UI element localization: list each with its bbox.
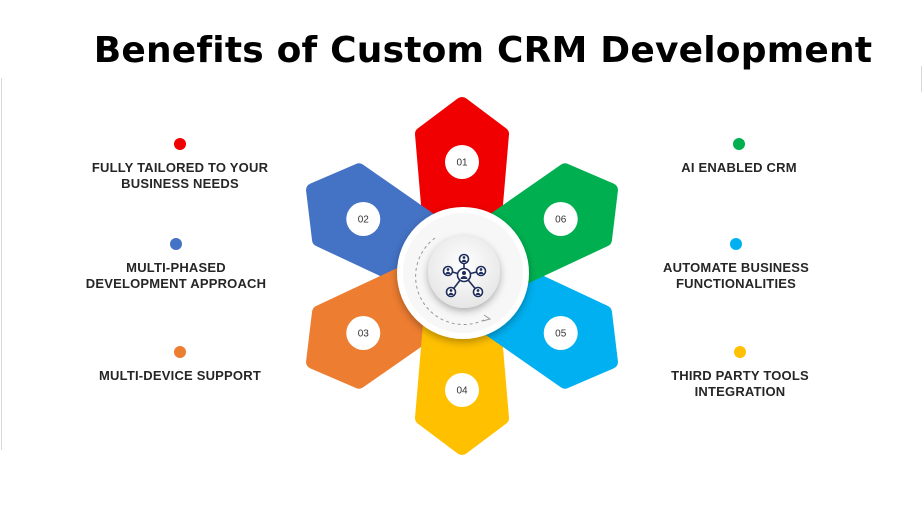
- number-label-01: 01: [456, 158, 468, 169]
- blue-dot-icon: [170, 238, 182, 250]
- number-label-02: 02: [358, 215, 370, 226]
- left-divider: [1, 78, 2, 450]
- crm-network-icon: [442, 253, 487, 298]
- benefit-06: AI ENABLED CRM: [629, 138, 849, 176]
- yellow-dot-icon: [734, 346, 746, 358]
- benefit-06-label: AI ENABLED CRM: [681, 160, 797, 175]
- number-badge-03: [346, 316, 381, 350]
- number-badge-05: [543, 316, 578, 350]
- benefit-02-label: MULTI-PHASED DEVELOPMENT APPROACH: [85, 260, 267, 291]
- page-title: Benefits of Custom CRM Development: [93, 30, 873, 71]
- number-badge-02: [346, 202, 381, 236]
- benefit-01: FULLY TAILORED TO YOUR BUSINESS NEEDS: [70, 138, 290, 192]
- number-label-04: 04: [456, 386, 468, 397]
- right-divider: [921, 66, 922, 92]
- number-badge-01: [445, 145, 479, 179]
- benefit-04-label: THIRD PARTY TOOLS INTEGRATION: [671, 368, 809, 399]
- benefit-03: MULTI-DEVICE SUPPORT: [70, 346, 290, 384]
- green-dot-icon: [733, 138, 745, 150]
- number-label-06: 06: [555, 215, 567, 226]
- number-label-03: 03: [358, 329, 370, 340]
- number-badge-06: [543, 202, 578, 236]
- benefit-03-label: MULTI-DEVICE SUPPORT: [99, 368, 261, 383]
- cyan-dot-icon: [730, 238, 742, 250]
- benefit-02: MULTI-PHASED DEVELOPMENT APPROACH: [66, 238, 286, 292]
- orange-dot-icon: [174, 346, 186, 358]
- benefit-01-label: FULLY TAILORED TO YOUR BUSINESS NEEDS: [91, 160, 269, 191]
- number-label-05: 05: [555, 329, 567, 340]
- benefit-05: AUTOMATE BUSINESS FUNCTIONALITIES: [626, 238, 846, 292]
- number-badge-04: [445, 373, 479, 407]
- red-dot-icon: [174, 138, 186, 150]
- benefit-05-label: AUTOMATE BUSINESS FUNCTIONALITIES: [663, 260, 809, 291]
- benefit-04: THIRD PARTY TOOLS INTEGRATION: [630, 346, 850, 400]
